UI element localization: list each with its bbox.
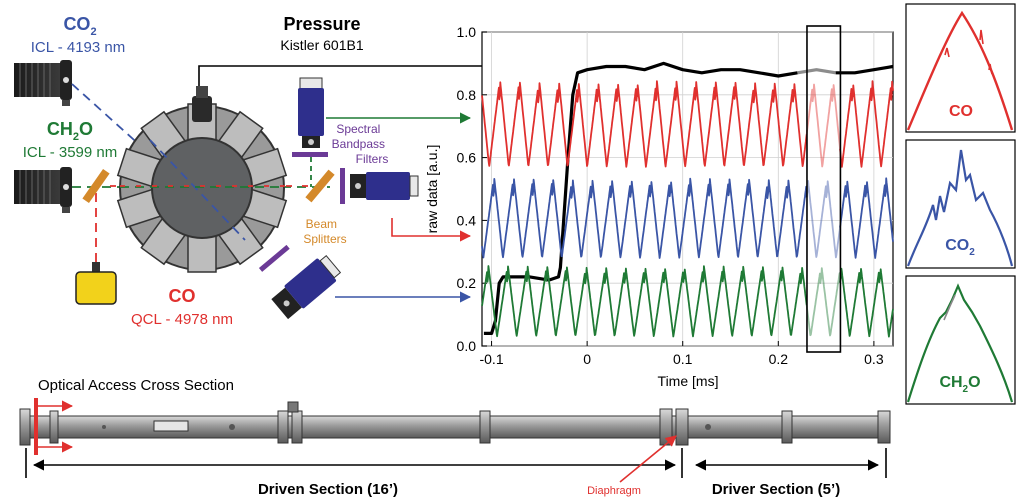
y-tick-label: 1.0	[457, 24, 477, 40]
co-series-line	[805, 83, 841, 168]
co2-series-line	[839, 177, 894, 259]
ch2o-bandpass-filter	[292, 152, 328, 157]
ch2o-series-line	[481, 265, 808, 338]
beam-splitters-label: Beam Splitters	[303, 217, 346, 246]
co2-series-line	[481, 177, 808, 259]
diaphragm-arrow	[619, 435, 677, 483]
co-laser-icon	[75, 262, 117, 305]
co-profile-label: CO	[949, 103, 973, 120]
x-tick-label: -0.1	[479, 351, 503, 367]
x-tick-label: 0	[583, 351, 591, 367]
driver-section-label: Driver Section (5’)	[712, 481, 840, 498]
highlight-window	[806, 25, 842, 353]
y-tick-label: 0.8	[457, 87, 477, 103]
co2-laser-species: CO2	[63, 14, 96, 38]
co-profile-panel: CO	[905, 3, 1016, 133]
diaphragm-label: Diaphragm	[587, 485, 641, 497]
co-detector-icon	[350, 172, 419, 200]
co2-laser-icon	[14, 60, 72, 106]
spectral-bandpass-filters-label: Spectral Bandpass Filters	[332, 122, 389, 166]
shock-tube-side-view: Optical Access Cross Section Drive	[19, 377, 891, 498]
pressure-signal-arrow	[198, 60, 557, 86]
co2-bandpass-filter	[258, 244, 290, 272]
co2-beam	[71, 83, 246, 241]
x-tick-label: 0.3	[864, 351, 884, 367]
co-bandpass-filter	[340, 168, 345, 204]
optical-setup: CO2 ICL - 4193 nm CH2O ICL - 3599 nm CO …	[14, 14, 557, 328]
ch2o-profile-label: CH2O	[939, 374, 980, 395]
pressure-series-line	[483, 61, 798, 335]
y-tick-label: 0.4	[457, 212, 477, 228]
optical-access-title: Optical Access Cross Section	[38, 377, 234, 394]
beam-splitter-left	[82, 168, 110, 204]
x-axis-label: Time [ms]	[658, 373, 719, 389]
pressure-title: Pressure	[283, 14, 360, 34]
chart-ticks: -0.1 0 0.1 0.2 0.3 0.0 0.2 0.4 0.6 0.8 1.0	[457, 24, 884, 367]
ch2o-detector-icon	[298, 77, 324, 148]
y-tick-label: 0.6	[457, 150, 477, 166]
co2-detector-icon	[271, 255, 342, 320]
absorption-profiles: CO CO2 CH2O	[905, 3, 1016, 405]
ch2o-laser-source: ICL - 3599 nm	[23, 144, 118, 161]
co2-laser-source: ICL - 4193 nm	[31, 39, 126, 56]
pressure-sensor: Kistler 601B1	[280, 37, 363, 53]
co-laser-species: CO	[169, 286, 196, 306]
ch2o-laser-species: CH2O	[47, 119, 93, 143]
co2-profile-panel: CO2	[905, 139, 1016, 269]
y-tick-label: 0.2	[457, 275, 477, 291]
pressure-series-line	[835, 64, 894, 75]
shock-tube-cross-section-icon	[116, 86, 288, 273]
ch2o-series-line	[839, 267, 894, 338]
x-tick-label: 0.2	[769, 351, 789, 367]
driven-section-label: Driven Section (16’)	[258, 481, 398, 498]
ch2o-profile-curve	[906, 283, 1014, 403]
co2-profile-curve	[906, 149, 1014, 267]
co-laser-source: QCL - 4978 nm	[131, 311, 233, 328]
raw-data-chart: -0.1 0 0.1 0.2 0.3 0.0 0.2 0.4 0.6 0.8 1.0 raw dat…	[424, 24, 894, 389]
beam-splitter-right	[305, 169, 335, 203]
pressure-series-line	[797, 68, 836, 75]
co2-series-line	[805, 179, 841, 259]
y-tick-label: 0.0	[457, 338, 477, 354]
co-output-arrow	[391, 218, 472, 242]
co-series-line	[481, 80, 808, 168]
y-axis-label: raw data [a.u.]	[424, 145, 440, 234]
ch2o-series-line	[805, 267, 841, 337]
ch2o-laser-icon	[14, 167, 72, 213]
co-series-line	[839, 80, 894, 168]
co-profile-curve	[906, 10, 1014, 131]
ch2o-profile-panel: CH2O	[905, 275, 1016, 405]
co2-profile-label: CO2	[945, 237, 975, 258]
chart-series	[481, 61, 894, 338]
x-tick-label: 0.1	[673, 351, 693, 367]
